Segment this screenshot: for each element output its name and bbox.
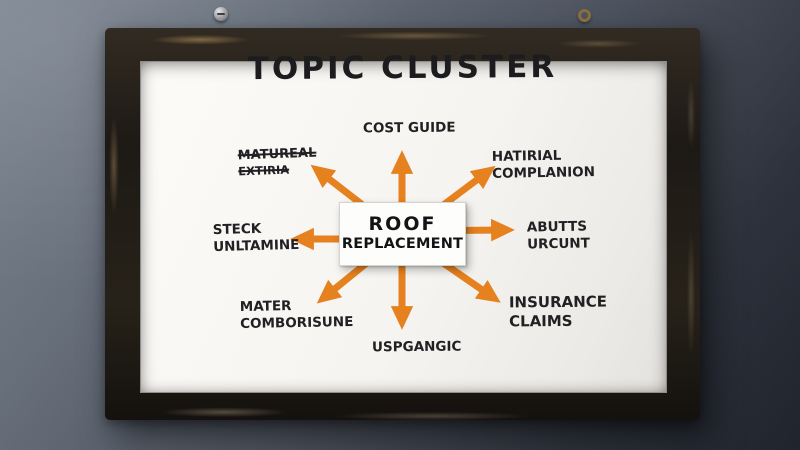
node-label-left: STECK UNLTAMINE — [212, 220, 300, 255]
node-label-right: ABUTTS URCUNT — [526, 218, 591, 253]
node-label-top: COST GUIDE — [362, 119, 456, 137]
center-topic-box: ROOF REPLACEMENT — [339, 202, 466, 266]
node-label-top-right: HATIRIAL COMPLANION — [491, 147, 596, 182]
node-label-bottom-right: INSURANCE CLAIMS — [508, 292, 608, 331]
node-label-bottom-left: MATER COMBORISUNE — [239, 298, 354, 332]
screw-hanger-icon — [214, 7, 228, 21]
center-topic-line2: REPLACEMENT — [341, 236, 464, 253]
node-label-top-left: MATUREAL EXTIRIA — [237, 145, 317, 179]
center-topic-line1: ROOF — [368, 213, 437, 236]
node-label-bottom: USPGANGIC — [371, 338, 462, 356]
ring-hanger-icon — [578, 9, 591, 22]
